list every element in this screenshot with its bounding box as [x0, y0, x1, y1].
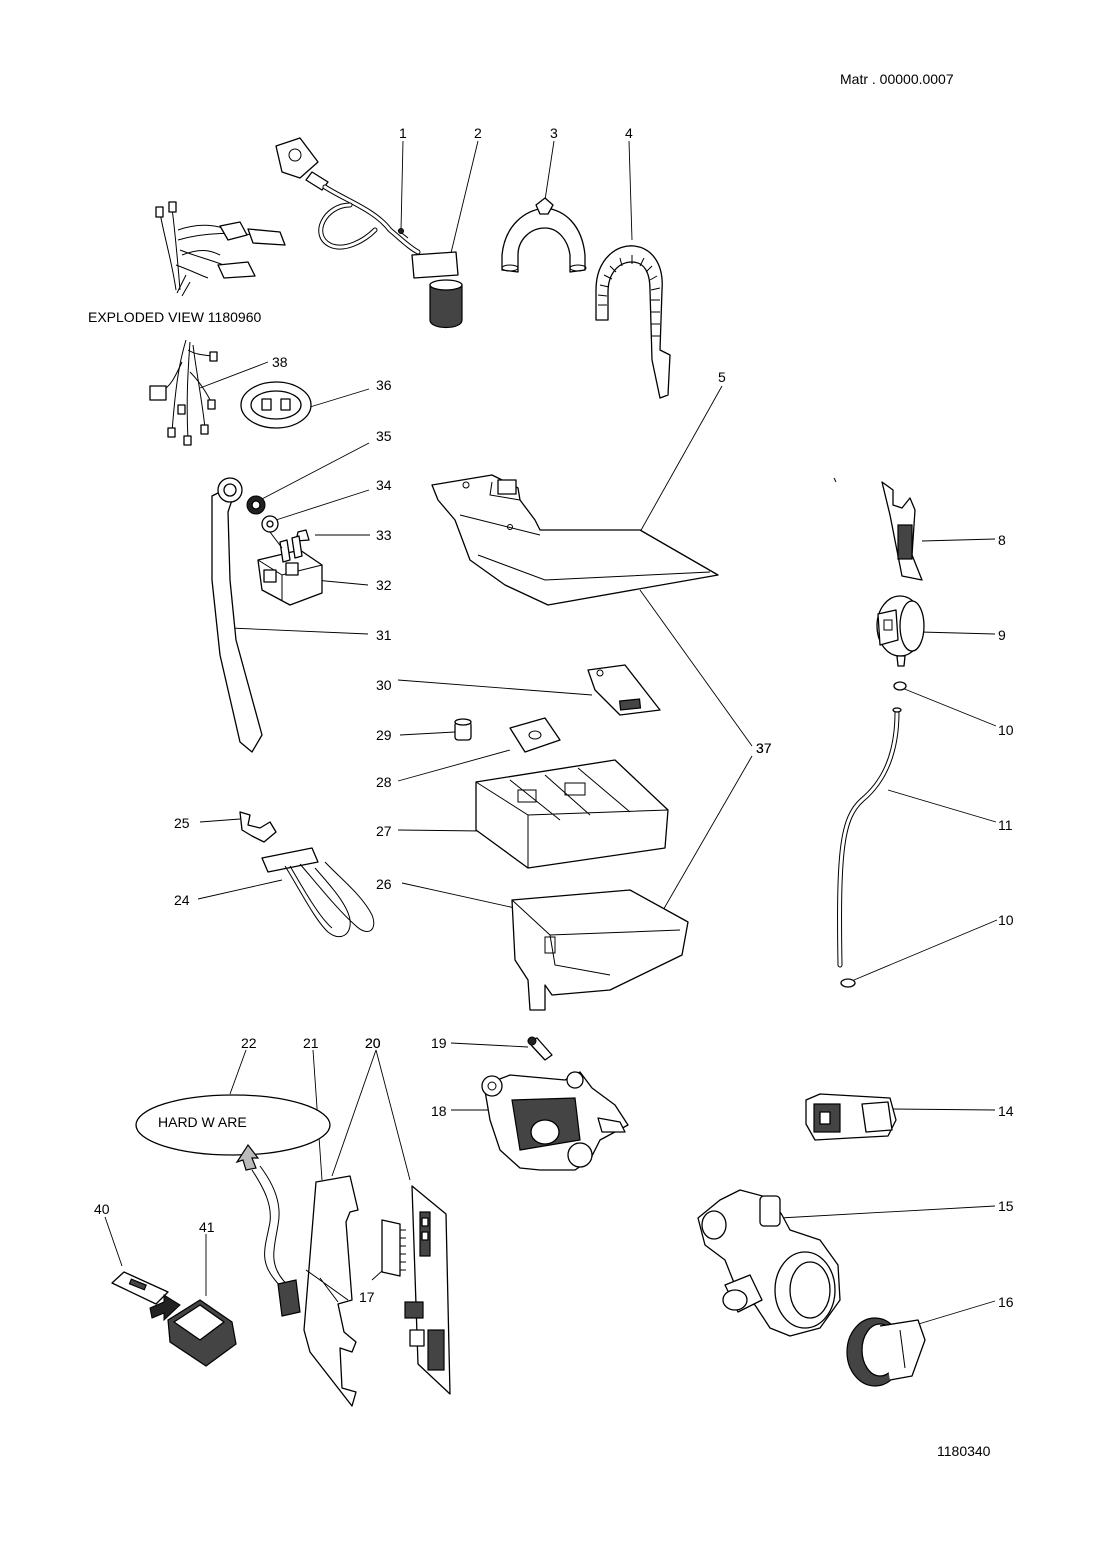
pressure-switch-9: [876, 595, 925, 667]
callout-34: 34: [376, 477, 392, 493]
wiring-harness-38: [149, 339, 218, 446]
door-lock-14: [805, 1093, 897, 1141]
callout-22: 22: [241, 1035, 257, 1051]
siphon-28: [509, 717, 561, 753]
callout-9: 9: [998, 627, 1006, 643]
grommet-36: [240, 381, 312, 429]
drain-hose-4: [595, 245, 671, 399]
callout-17: 17: [359, 1289, 375, 1305]
callout-40: 40: [94, 1201, 110, 1217]
callout-36: 36: [376, 377, 392, 393]
callout-21: 21: [303, 1035, 319, 1051]
wiring-harness-top: [155, 201, 286, 297]
callout-24: 24: [174, 892, 190, 908]
card-40: [111, 1271, 169, 1305]
tube-31: [211, 477, 263, 753]
chip-17: [381, 1219, 406, 1277]
callout-10-lower: 10: [998, 912, 1014, 928]
callout-5: 5: [718, 369, 726, 385]
callout-19: 19: [431, 1035, 447, 1051]
small-parts-33-35: [246, 495, 310, 542]
callout-8: 8: [998, 532, 1006, 548]
callout-27: 27: [376, 823, 392, 839]
callout-38: 38: [272, 354, 288, 370]
hose-clip-3: [501, 197, 587, 273]
callout-37-second: 37: [756, 740, 772, 756]
callout-20: 20: [365, 1035, 381, 1051]
pcb-cover-21: [303, 1175, 359, 1407]
callout-20-second: 20: [365, 1035, 381, 1051]
screw-19: [527, 1036, 553, 1061]
callout-11: 11: [998, 817, 1013, 833]
lever-30: [587, 664, 661, 716]
control-board-20: [404, 1185, 451, 1395]
callout-15: 15: [998, 1198, 1014, 1214]
callout-26: 26: [376, 876, 392, 892]
exploded-view-note: EXPLODED VIEW 1180960: [88, 309, 261, 325]
callout-31: 31: [376, 627, 392, 643]
heater-24: [239, 811, 375, 938]
motor-18: [481, 1071, 629, 1171]
callout-1: 1: [399, 125, 407, 141]
hose-11: [837, 681, 907, 988]
callout-14: 14: [998, 1103, 1014, 1119]
bracket-8: [833, 477, 923, 581]
module-41: [149, 1294, 237, 1367]
drain-pump-15: [697, 1189, 841, 1337]
callout-4: 4: [625, 125, 633, 141]
callout-29: 29: [376, 727, 392, 743]
callout-37: 37: [756, 740, 772, 756]
callout-3: 3: [550, 125, 558, 141]
power-cord-filter-2: [275, 137, 463, 329]
callout-32: 32: [376, 577, 392, 593]
pressure-switch-32: [257, 531, 323, 606]
dispenser-housing-26: [511, 889, 689, 1011]
hardware-note-22: HARD W ARE: [135, 1094, 331, 1317]
matr-code: Matr . 00000.0007: [840, 71, 954, 87]
drawing-number: 1180340: [937, 1443, 991, 1459]
callout-2: 2: [474, 125, 482, 141]
callout-30: 30: [376, 677, 392, 693]
callout-16: 16: [998, 1294, 1014, 1310]
callout-28: 28: [376, 774, 392, 790]
callout-41: 41: [199, 1219, 215, 1235]
callout-18: 18: [431, 1103, 447, 1119]
detergent-drawer-27: [475, 759, 669, 869]
callout-33: 33: [376, 527, 392, 543]
pump-filter-16: [846, 1317, 926, 1387]
callout-10-upper: 10: [998, 722, 1014, 738]
cap-29: [454, 718, 472, 741]
hardware-note-text: HARD W ARE: [158, 1114, 247, 1130]
callout-25: 25: [174, 815, 190, 831]
dispenser-cover-5: [431, 474, 719, 606]
callout-35: 35: [376, 428, 392, 444]
